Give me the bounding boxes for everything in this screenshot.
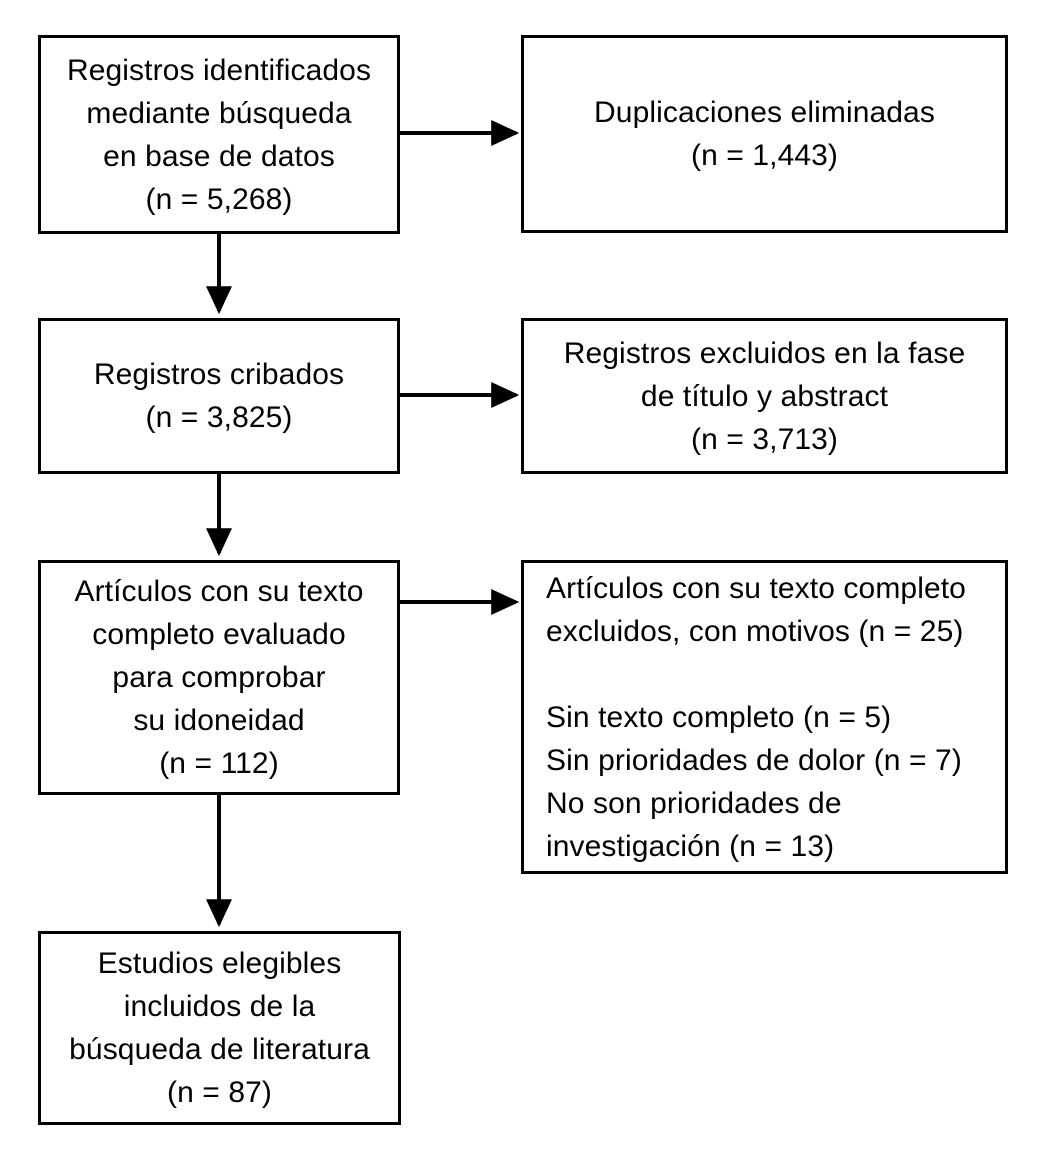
records-identified-count: (n = 5,268) <box>145 182 293 216</box>
records-excluded-title-abstract-box: Registros excluidos en la fase de título… <box>521 318 1008 474</box>
studies-included-line-2: incluidos de la <box>123 990 316 1023</box>
records-identified-line-2: mediante búsqueda <box>86 96 352 130</box>
fulltext-assessed-line-3: para comprobar <box>112 661 326 694</box>
fulltext-assessed-line-4: su idoneidad <box>133 704 305 737</box>
fulltext-excluded-reason-1: Sin texto completo (n = 5) <box>546 700 892 734</box>
records-excluded-line-1: Registros excluidos en la fase <box>563 336 966 370</box>
fulltext-excluded-reason-3a: No son prioridades de <box>546 786 842 820</box>
duplicates-removed-box: Duplicaciones eliminadas (n = 1,443) <box>521 35 1008 233</box>
records-identified-box: Registros identificados mediante búsqued… <box>38 35 400 234</box>
fulltext-articles-assessed-box: Artículos con su texto completo evaluado… <box>38 560 400 795</box>
fulltext-excluded-reason-3b: investigación (n = 13) <box>546 829 835 863</box>
records-identified-line-1: Registros identificados <box>66 53 372 87</box>
fulltext-excluded-reason-2: Sin prioridades de dolor (n = 7) <box>546 743 962 777</box>
duplicates-removed-count: (n = 1,443) <box>690 139 839 172</box>
records-identified-line-3: en base de datos <box>103 139 335 173</box>
records-screened-box: Registros cribados (n = 3,825) <box>38 318 400 474</box>
records-screened-count: (n = 3,825) <box>145 401 293 434</box>
studies-included-line-1: Estudios elegibles <box>97 947 342 980</box>
records-excluded-count: (n = 3,713) <box>690 422 839 456</box>
fulltext-excluded-line-1: Artículos con su texto completo <box>546 571 966 605</box>
studies-included-count: (n = 87) <box>166 1076 273 1109</box>
records-screened-line-1: Registros cribados <box>93 358 345 391</box>
studies-included-line-3: búsqueda de literatura <box>69 1033 370 1066</box>
studies-included-box: Estudios elegibles incluidos de la búsqu… <box>38 931 401 1125</box>
fulltext-assessed-line-1: Artículos con su texto <box>74 575 364 608</box>
fulltext-articles-excluded-box: Artículos con su texto completo excluido… <box>521 560 1008 874</box>
fulltext-assessed-count: (n = 112) <box>159 747 279 780</box>
duplicates-removed-line-1: Duplicaciones eliminadas <box>594 96 935 129</box>
fulltext-assessed-line-2: completo evaluado <box>92 618 346 651</box>
records-excluded-line-2: de título y abstract <box>640 379 889 413</box>
fulltext-excluded-line-2: excluidos, con motivos (n = 25) <box>546 614 964 648</box>
